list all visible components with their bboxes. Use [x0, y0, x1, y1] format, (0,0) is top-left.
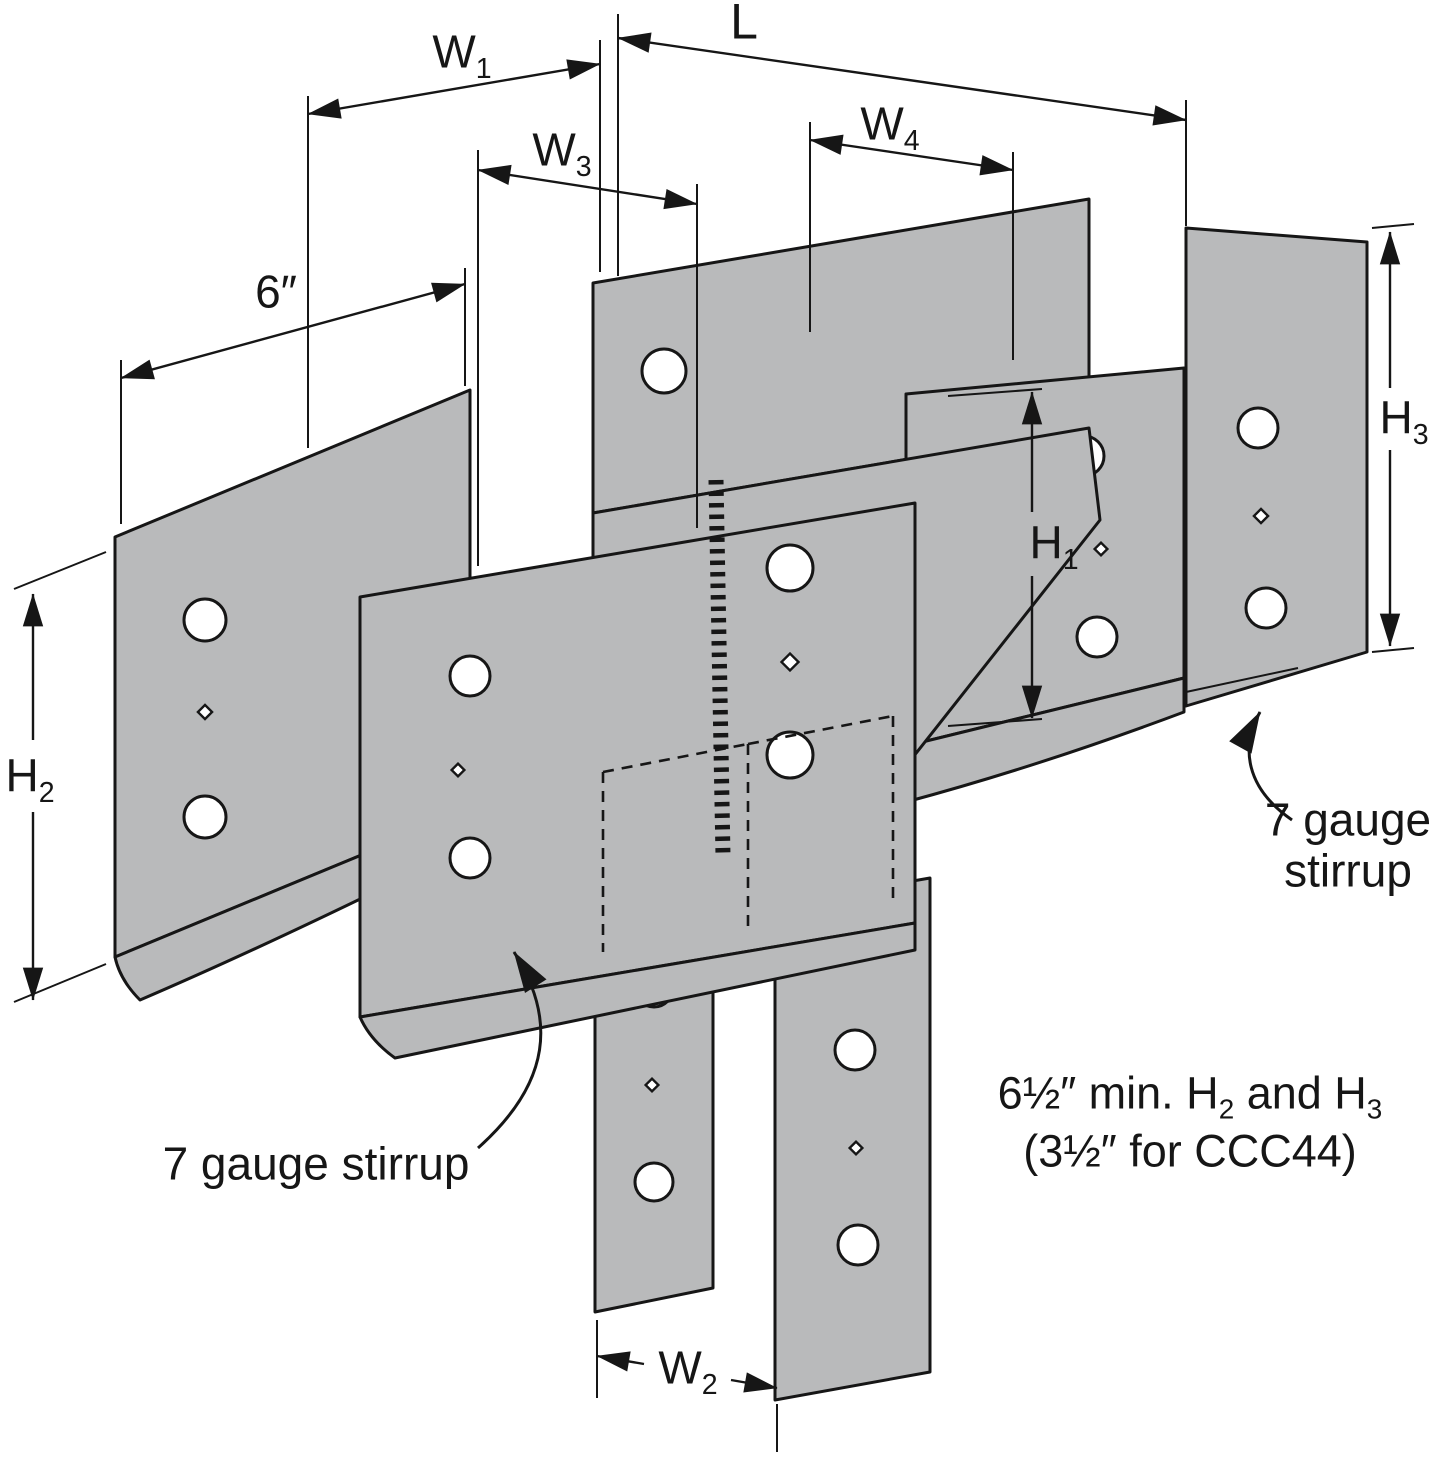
- bolt-hole: [1075, 615, 1119, 659]
- bolt-hole: [633, 1161, 675, 1203]
- right-stirrup-callout: 7 gauge stirrup: [1264, 793, 1432, 896]
- front-stirrup-plate: [358, 501, 917, 1060]
- dimension-w3: [477, 150, 698, 566]
- dim-label-h1: H1: [1029, 516, 1079, 576]
- diamond-hole-marker: [196, 703, 214, 721]
- bolt-hole: [765, 730, 815, 780]
- leader-arrow-left-stirrup: [477, 951, 547, 1150]
- hidden-column-outline: [601, 714, 895, 952]
- bolt-hole: [833, 1028, 877, 1072]
- dimension-l: [617, 14, 1187, 276]
- front-channel-bottom: [358, 921, 917, 1060]
- dim-label-6in: 6″: [255, 265, 297, 318]
- bolt-hole: [182, 794, 228, 840]
- dim-label-w4: W4: [860, 97, 920, 157]
- weld-line: [708, 479, 731, 857]
- dim-label-w2: W2: [658, 1341, 718, 1401]
- dimension-w2: [596, 1320, 778, 1452]
- bolt-hole: [448, 654, 492, 698]
- right-outer-stirrup-plate: [1184, 226, 1369, 708]
- dim-label-w3: W3: [532, 123, 592, 183]
- left-stirrup-callout: 7 gauge stirrup: [162, 1137, 470, 1190]
- dimension-w4: [809, 122, 1014, 360]
- bolt-hole: [182, 597, 228, 643]
- dimension-h3: [1371, 223, 1415, 653]
- dimension-w1: [307, 40, 601, 448]
- bolt-hole: [836, 1223, 880, 1267]
- bolt-hole: [765, 543, 815, 593]
- diamond-hole-marker: [449, 761, 467, 779]
- right-channel-bottom: [904, 676, 1186, 804]
- leader-arrow-right-stirrup: [1229, 711, 1293, 822]
- dimension-h2: [13, 551, 107, 1003]
- dimension-h1: [947, 388, 1043, 727]
- dim-label-l: L: [730, 0, 758, 50]
- dim-label-w1: W1: [432, 25, 492, 85]
- dimension-6in: [120, 268, 466, 524]
- diamond-hole-marker: [1092, 540, 1110, 558]
- bolt-hole: [448, 836, 492, 880]
- dim-label-h3: H3: [1379, 391, 1429, 451]
- diamond-hole-marker: [1252, 507, 1270, 525]
- dim-label-h2: H2: [5, 749, 55, 809]
- min-height-note: 6½″ min. H2 and H3 (3½″ for CCC44): [997, 1067, 1383, 1176]
- bolt-hole: [1236, 406, 1280, 450]
- bolt-hole: [640, 347, 688, 395]
- diamond-hole-marker: [643, 1076, 661, 1094]
- bolt-hole: [1244, 586, 1288, 630]
- diamond-hole-marker: [847, 1139, 865, 1157]
- diamond-hole-marker: [779, 651, 801, 673]
